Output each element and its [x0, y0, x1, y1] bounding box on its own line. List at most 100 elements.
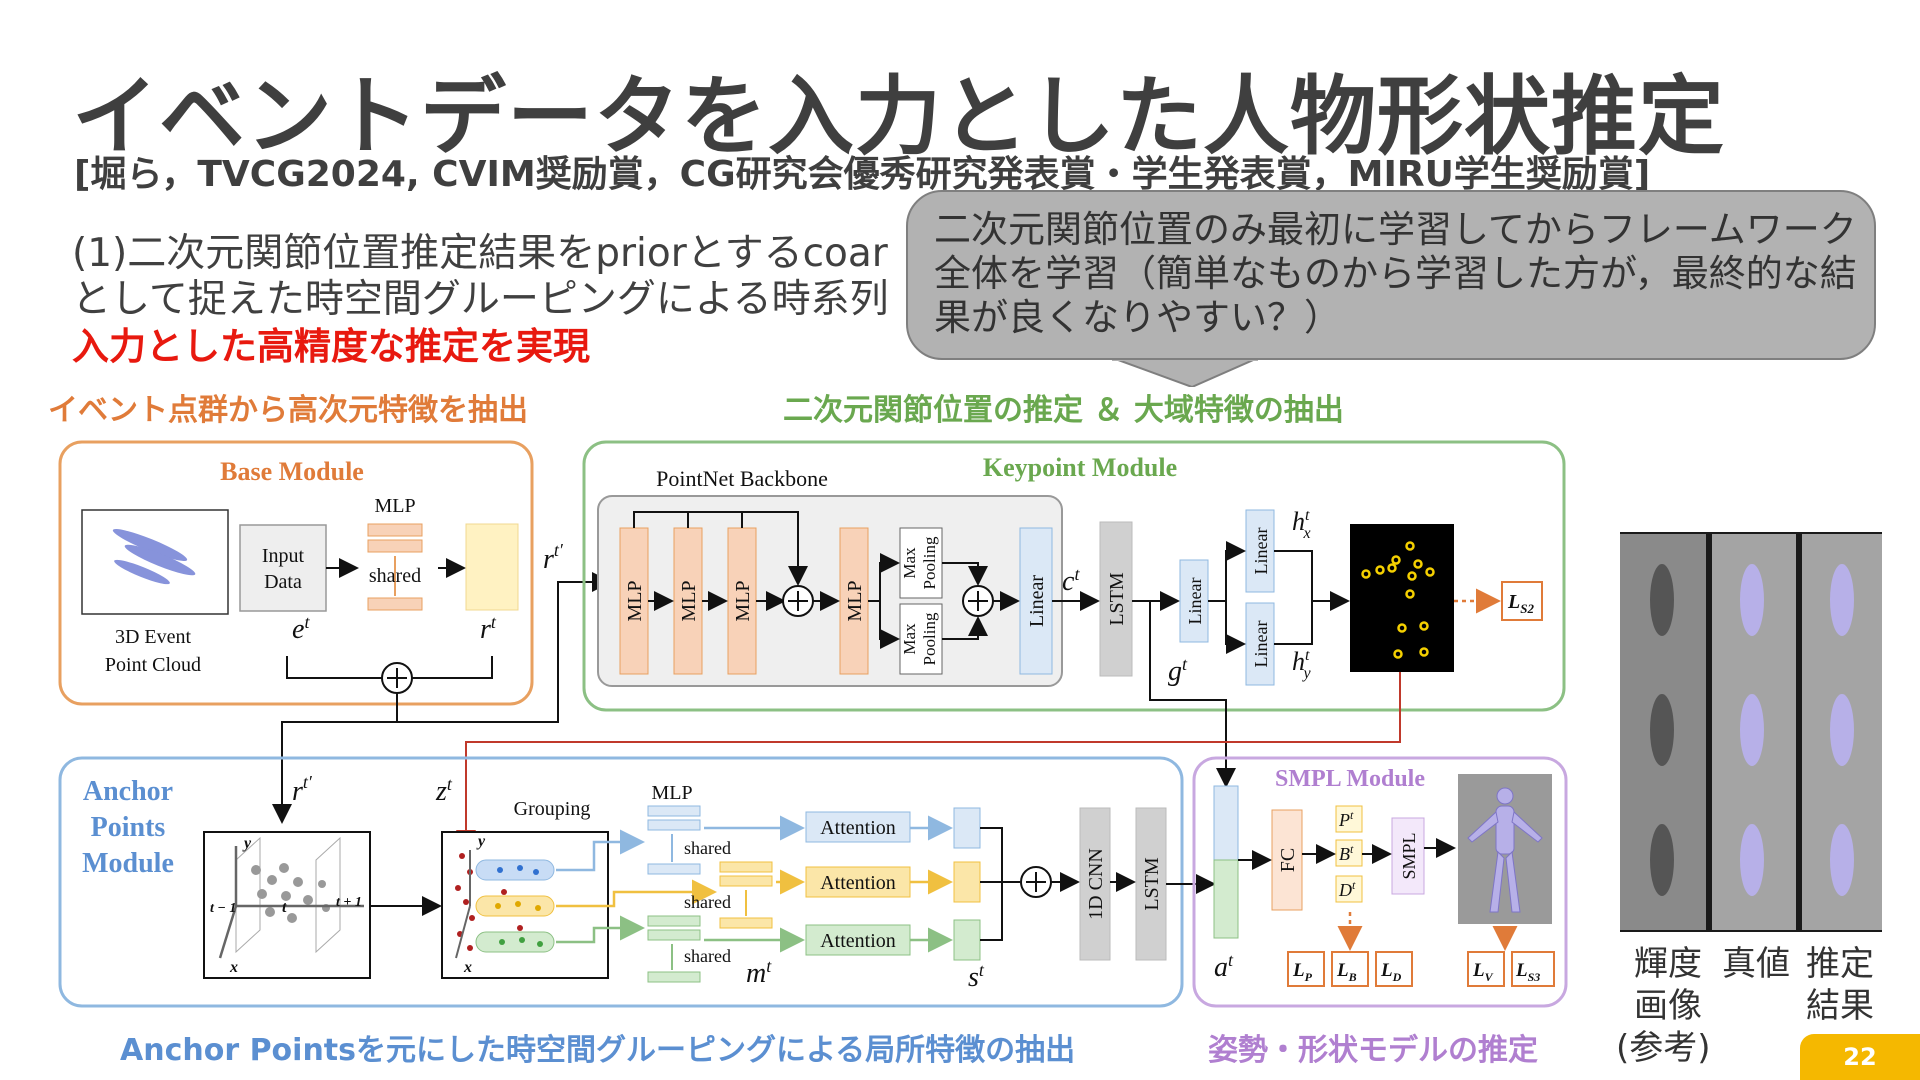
keypoint-dots [1361, 541, 1435, 659]
event-cloud-points [112, 529, 196, 585]
smpl-module-frame [1192, 756, 1568, 1008]
s-feature-yellow [953, 861, 981, 903]
ground-truth-caption: 真値 [1722, 944, 1790, 984]
attention-green-label: Attention [820, 930, 896, 952]
loss-b-label: LB [1336, 960, 1357, 984]
loss-v-box [1467, 951, 1505, 987]
callout-bubble: 二次元関節位置のみ最初に学習してからフレームワーク 全体を学習（簡単なものから学… [906, 190, 1876, 360]
loss-s2-label: LS2 [1507, 591, 1534, 616]
input-data-label-2: Data [264, 571, 302, 593]
r-t-prime-label-bottom: rt′ [292, 772, 313, 807]
kp-lstm-box [1099, 521, 1133, 677]
grouping-axis-x: x [463, 959, 472, 976]
kp-mlp-2-label: MLP [678, 580, 700, 621]
pointnet-label: PointNet Backbone [656, 466, 828, 491]
loss-s2-box [1501, 581, 1543, 621]
kp-sum-2-plus [968, 591, 988, 611]
shared-label-yellow: shared [684, 892, 731, 912]
input-data-box [239, 524, 327, 612]
shared-label-green: shared [684, 946, 731, 966]
description-line-1: (1)二次元関節位置推定結果をpriorとするcoar [72, 231, 888, 276]
grouping-green-points [499, 937, 543, 947]
axis-y-label: y [242, 835, 252, 852]
kp-linear-hy-label: Linear [1251, 621, 1271, 668]
loss-s3-label: LS3 [1515, 960, 1540, 984]
m-t-label: mt [746, 956, 772, 989]
s-t-label: st [968, 960, 985, 993]
mlp-yellow-bar-2 [719, 875, 773, 887]
smpl-box [1391, 817, 1425, 895]
keypoint-heatmap-image [1350, 524, 1454, 672]
description-line-2: として捉えた時空間グルーピングによる時系列 [72, 277, 889, 322]
arrow-blue-group [556, 829, 645, 872]
kp-linear-hy-box [1245, 602, 1275, 686]
axis-t-label: t [282, 899, 287, 916]
z-t-label: zt [435, 774, 453, 807]
kp-arrow-hx-to-map [1274, 550, 1350, 611]
smpl-mesh-figure [1467, 787, 1543, 913]
anchor-points-module: Anchor Points Module rt′ y x t t − 1 t +… [58, 756, 1216, 1008]
group-cylinder-green [475, 931, 555, 953]
grouping-yellow-points [495, 901, 541, 911]
attention-blue [805, 811, 911, 843]
anchor-mlp-label: MLP [651, 782, 692, 804]
base-output-feature [465, 523, 519, 611]
intensity-caption-1: 輝度 [1634, 944, 1702, 984]
loss-s3-box [1511, 951, 1555, 987]
mlp-yellow-bar-1 [719, 861, 773, 873]
base-mlp-bar-3 [367, 597, 423, 611]
arrow-green-group [556, 915, 645, 944]
kp-arrow-pool-1 [868, 553, 900, 602]
base-mlp-bar-1 [367, 523, 423, 537]
base-sum-plus [387, 668, 407, 688]
base-module: Base Module 3D Event Point Cloud Input D… [58, 440, 534, 706]
slide-title: イベントデータを入力とした人物形状推定 [72, 67, 1725, 167]
kp-mlp-1 [619, 527, 649, 675]
result-image-grid [1620, 532, 1882, 932]
description-highlight: 入力とした高精度な推定を実現 [72, 325, 590, 368]
estimate-caption-1: 推定 [1806, 944, 1874, 984]
arrow-s-green-to-sum [980, 882, 1003, 941]
g-t-label: gt [1168, 654, 1188, 687]
cnn-1d-label: 1D CNN [1085, 848, 1107, 920]
keypoint-module: Keypoint Module PointNet Backbone MLP ML… [582, 440, 1566, 712]
mlp-green-bar-3 [647, 971, 701, 983]
loss-p-label: LP [1292, 960, 1313, 984]
base-mlp-bar-2 [367, 539, 423, 553]
grouping-x-axis [455, 905, 471, 959]
base-mlp-label: MLP [374, 495, 415, 517]
base-shared-label: shared [369, 565, 421, 587]
fc-box [1271, 809, 1303, 911]
page-number: 22 [1800, 1034, 1920, 1080]
ground-truth-figures [1740, 564, 1764, 896]
max-pool-2-b: Pooling [920, 612, 939, 665]
anchor-title-2: Points [91, 812, 166, 843]
s-feature-green [953, 919, 981, 961]
loss-v-label: LV [1472, 960, 1494, 984]
smpl-local-feature [1213, 859, 1239, 939]
smpl-label: SMPL [1399, 832, 1419, 879]
input-data-label-1: Input [262, 545, 305, 567]
fc-label: FC [1277, 848, 1299, 872]
callout-line-3: 果が良くなりやすい？） [934, 296, 1341, 339]
anchor-title-3: Module [82, 848, 174, 879]
mlp-green-bar-2 [647, 929, 701, 941]
intensity-figures [1650, 564, 1674, 896]
loss-p-box [1287, 951, 1325, 987]
kp-arrow-pool-out-2 [942, 616, 988, 640]
s-feature-blue [953, 807, 981, 849]
mlp-yellow-bar-3 [719, 917, 773, 929]
loss-d-box [1375, 951, 1413, 987]
max-pool-1-a: Max [900, 547, 919, 579]
kp-linear2-label: Linear [1185, 578, 1205, 625]
kp-linear-hx-label: Linear [1251, 528, 1271, 575]
smpl-section-caption: 姿勢・形状モデルの推定 [1208, 1033, 1538, 1068]
param-d-label: Dt [1338, 878, 1356, 900]
group-cylinder-yellow [475, 895, 555, 917]
anchor-sum-plus [1026, 872, 1046, 892]
arrow-e-to-sum [286, 656, 382, 679]
kp-skip-1 [633, 511, 808, 586]
